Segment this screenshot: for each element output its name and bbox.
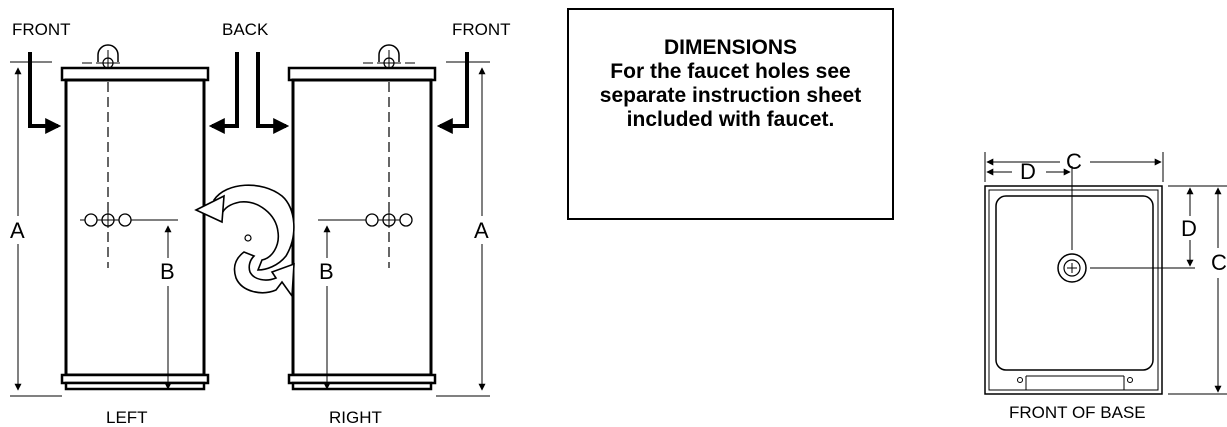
- base-dim-c-side-label: C: [1211, 250, 1227, 275]
- right-dim-b-label: B: [319, 259, 334, 284]
- label-front-right: FRONT: [452, 20, 511, 39]
- dimensions-note-box: DIMENSIONS For the faucet holes see sepa…: [567, 8, 894, 220]
- left-dim-b-label: B: [160, 259, 175, 284]
- label-back: BACK: [222, 20, 269, 39]
- label-front-left: FRONT: [12, 20, 71, 39]
- base-caption: FRONT OF BASE: [1009, 403, 1146, 422]
- right-unit: [256, 44, 490, 397]
- note-title: DIMENSIONS: [663, 36, 797, 59]
- base-dim-d-side-label: D: [1181, 216, 1197, 241]
- base-top-view: [984, 152, 1227, 395]
- base-dim-c-top-label: C: [1066, 149, 1082, 174]
- right-unit-caption: RIGHT: [329, 408, 382, 427]
- left-dim-a-label: A: [10, 218, 25, 243]
- base-dim-d-top-label: D: [1020, 159, 1036, 184]
- left-unit: [10, 44, 239, 397]
- rotate-icon: [194, 184, 295, 299]
- right-dim-a-label: A: [474, 218, 489, 243]
- note-body: For the faucet holes see separate instru…: [599, 60, 862, 131]
- left-unit-caption: LEFT: [106, 408, 148, 427]
